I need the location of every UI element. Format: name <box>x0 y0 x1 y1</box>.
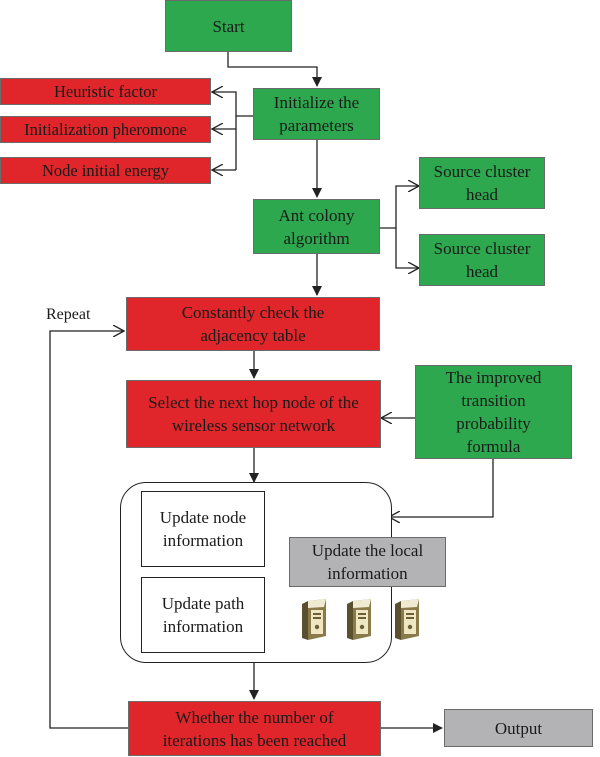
server-icon <box>395 599 419 640</box>
server-icon <box>347 599 371 640</box>
arrow-start-to-init <box>227 52 322 87</box>
select-next-hop-node: Select the next hop node of the wireless… <box>126 380 381 448</box>
ant-colony-algorithm-node: Ant colony algorithm <box>253 199 380 254</box>
improved-transition-probability-node: The improved transition probability form… <box>415 365 572 459</box>
iterations-reached-decision-node: Whether the number of iterations has bee… <box>128 701 381 756</box>
update-node-information-node: Update node information <box>141 491 265 567</box>
update-path-information-node: Update path information <box>141 577 265 653</box>
node-initial-energy-node: Node initial energy <box>0 157 211 184</box>
initialization-pheromone-node: Initialization pheromone <box>0 116 211 143</box>
update-local-information-node: Update the local information <box>289 537 446 587</box>
source-cluster-head-node-1: Source cluster head <box>419 157 545 209</box>
repeat-label: Repeat <box>46 306 91 323</box>
server-icon <box>302 599 326 640</box>
arrow-init-to-params <box>212 92 253 117</box>
check-adjacency-table-node: Constantly check the adjacency table <box>126 297 380 351</box>
source-cluster-head-node-2: Source cluster head <box>419 234 545 286</box>
arrow-repeat-loop <box>49 331 128 729</box>
initialize-parameters-node: Initialize the parameters <box>253 88 380 140</box>
arrow-aco-to-src <box>380 186 419 229</box>
heuristic-factor-node: Heuristic factor <box>0 78 211 105</box>
arrow-transition-to-group <box>389 459 494 517</box>
output-node: Output <box>444 709 593 747</box>
start-node: Start <box>165 0 292 52</box>
